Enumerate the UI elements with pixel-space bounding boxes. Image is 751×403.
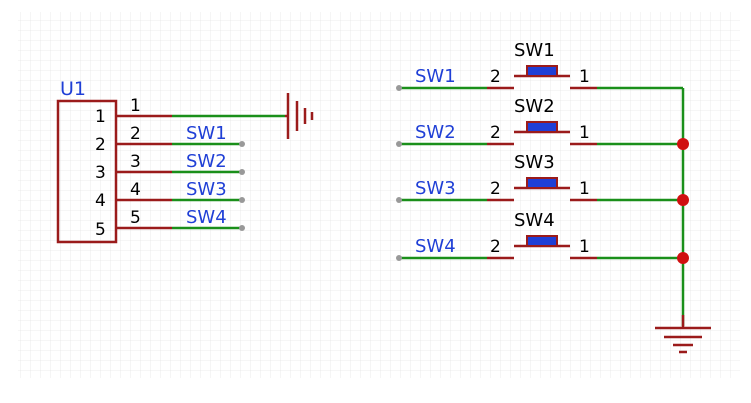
connector-u1[interactable]: U1 1 1 2 2 3 3 4 4 5 5 [56, 78, 172, 244]
net-label-sw4: SW4 [186, 207, 227, 228]
common-bus [677, 88, 689, 326]
switch-designator: SW1 [514, 40, 555, 61]
switch-pin-1-number: 1 [579, 179, 590, 199]
u1-pin-2-pad: 2 [130, 124, 141, 144]
ground-icon [285, 93, 314, 139]
u1-pin-3[interactable]: 3 3 [95, 152, 172, 183]
wire-end-dot [239, 197, 245, 203]
switch-sw2[interactable]: SW2 2 1 SW2 [396, 96, 683, 147]
junction-dot [677, 138, 689, 150]
net-label-sw2: SW2 [415, 122, 456, 143]
switch-pin-1-number: 1 [579, 67, 590, 87]
net-label-sw1: SW1 [415, 66, 456, 87]
u1-pin-1[interactable]: 1 1 [95, 96, 172, 127]
net-label-sw3: SW3 [415, 178, 456, 199]
grid [18, 12, 740, 378]
switch-button [526, 65, 558, 77]
switch-designator: SW2 [514, 96, 555, 117]
switch-sw1[interactable]: SW1 2 1 SW1 [396, 40, 683, 91]
net-label-sw4: SW4 [415, 236, 456, 257]
net-label-sw1: SW1 [186, 123, 227, 144]
switch-pin-2-number: 2 [490, 67, 501, 87]
switch-pin-2-number: 2 [490, 123, 501, 143]
u1-nets: SW1 SW2 SW3 SW4 [172, 114, 285, 231]
wire-end-dot [396, 85, 402, 91]
u1-pin-5-number: 5 [95, 220, 106, 240]
switch-pin-2-number: 2 [490, 179, 501, 199]
wire-end-dot [396, 197, 402, 203]
switch-pin-1-number: 1 [579, 237, 590, 257]
ground-icon [655, 315, 711, 354]
u1-pin-3-number: 3 [95, 163, 106, 183]
u1-pin-1-number: 1 [95, 107, 106, 127]
u1-pin-5-pad: 5 [130, 208, 141, 228]
u1-pin-5[interactable]: 5 5 [95, 208, 172, 240]
net-label-sw2: SW2 [186, 151, 227, 172]
junction-dot [677, 194, 689, 206]
u1-pin-2-number: 2 [95, 135, 106, 155]
wire-end-dot [239, 169, 245, 175]
u1-designator: U1 [60, 78, 86, 100]
switch-designator: SW3 [514, 152, 555, 173]
switch-button [526, 177, 558, 189]
wire-end-dot [396, 255, 402, 261]
u1-pin-4-number: 4 [95, 191, 106, 211]
u1-pin-3-pad: 3 [130, 152, 141, 172]
u1-pin-1-pad: 1 [130, 96, 141, 116]
switch-button [526, 121, 558, 133]
u1-pin-2[interactable]: 2 2 [95, 124, 172, 155]
wire-end-dot [396, 141, 402, 147]
u1-pin-4[interactable]: 4 4 [95, 180, 172, 211]
switch-pin-1-number: 1 [579, 123, 590, 143]
junction-dot [677, 252, 689, 264]
wire-end-dot [239, 225, 245, 231]
wire-end-dot [239, 141, 245, 147]
switch-button [526, 235, 558, 247]
switch-designator: SW4 [514, 210, 555, 231]
switch-sw3[interactable]: SW3 2 1 SW3 [396, 152, 683, 203]
switch-pin-2-number: 2 [490, 237, 501, 257]
u1-pin-4-pad: 4 [130, 180, 141, 200]
switch-sw4[interactable]: SW4 2 1 SW4 [396, 210, 683, 261]
net-label-sw3: SW3 [186, 179, 227, 200]
